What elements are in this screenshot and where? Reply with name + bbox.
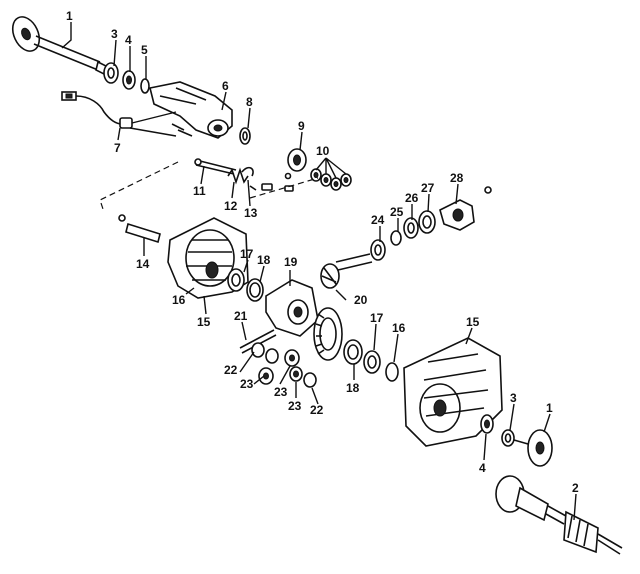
- callout-23-middle: 23: [274, 385, 288, 399]
- callout-12: 12: [224, 199, 238, 213]
- callout-5: 5: [141, 43, 148, 57]
- axle-housing-tube-6: [149, 81, 233, 139]
- callout-11: 11: [193, 184, 206, 198]
- callout-7: 7: [114, 141, 121, 155]
- cross-shaft-11: [194, 158, 237, 175]
- callout-23-left: 23: [240, 377, 254, 391]
- callout-19: 19: [284, 255, 298, 269]
- race-25: [390, 230, 402, 246]
- shim-18-upper: [246, 278, 264, 302]
- callout-labels: 1 3 4 5 6 8 7 9 10 11 12 13 28 27 26 25 …: [66, 9, 579, 495]
- group-line-right: [249, 177, 319, 199]
- callout-8: 8: [246, 95, 253, 109]
- bearing-17-upper: [227, 268, 245, 292]
- bearing-3-upper: [103, 62, 119, 84]
- callout-22-right: 22: [310, 403, 324, 417]
- group-line-upper: [99, 161, 179, 213]
- callout-21: 21: [234, 309, 248, 323]
- pinion-yoke-28: [439, 186, 492, 231]
- callout-14: 14: [136, 257, 150, 271]
- spacer-24: [370, 239, 386, 261]
- pinion-seal-27: [418, 210, 436, 234]
- ring-gear: [313, 307, 343, 361]
- spacer-set-10: [310, 168, 352, 191]
- callout-9: 9: [298, 119, 305, 133]
- callout-24: 24: [371, 213, 385, 227]
- callout-20: 20: [354, 293, 368, 307]
- callout-3-lower: 3: [510, 391, 517, 405]
- callout-18-upper: 18: [257, 253, 271, 267]
- seal-4-upper: [122, 70, 136, 90]
- callout-1-lower: 1: [546, 401, 553, 415]
- race-16-lower: [385, 362, 399, 382]
- callout-3-upper: 3: [111, 27, 118, 41]
- drive-pinion-20: [320, 253, 373, 289]
- leader-lines: [61, 22, 577, 521]
- callout-6: 6: [222, 79, 229, 93]
- callout-1-upper: 1: [66, 9, 73, 23]
- callout-17-lower: 17: [370, 311, 384, 325]
- abs-sensor-wire-7: [61, 91, 177, 137]
- side-gear-9: [287, 148, 307, 172]
- callout-15-upper: 15: [197, 315, 211, 329]
- axle-shaft-left: [11, 16, 111, 78]
- callout-10: 10: [316, 144, 330, 158]
- callout-15-lower: 15: [466, 315, 480, 329]
- flange-1-lower: [513, 429, 553, 467]
- bearing-26: [403, 217, 419, 239]
- callout-4-lower: 4: [479, 461, 486, 475]
- differential-case-19: [265, 279, 319, 337]
- callout-25: 25: [390, 205, 404, 219]
- callout-22-left: 22: [224, 363, 238, 377]
- callout-4-upper: 4: [125, 33, 132, 47]
- bearing-3-lower: [501, 429, 515, 447]
- seal-4-lower: [480, 414, 494, 434]
- shim-18-lower: [343, 339, 363, 365]
- callout-16-lower: 16: [392, 321, 406, 335]
- callout-23-lower: 23: [288, 399, 302, 413]
- pinion-shaft-14: [118, 214, 161, 244]
- callout-17-upper: 17: [240, 247, 254, 261]
- callout-2: 2: [572, 481, 579, 495]
- callout-16-upper: 16: [172, 293, 186, 307]
- callout-26: 26: [405, 191, 419, 205]
- bearing-17-lower: [363, 350, 381, 374]
- cv-shaft-2: [495, 475, 623, 555]
- differential-gears-22-23: [251, 342, 317, 388]
- spring-12: [227, 167, 249, 185]
- callout-18-lower: 18: [346, 381, 360, 395]
- ring-5: [140, 78, 150, 94]
- clips-13: [241, 166, 294, 192]
- seal-8: [239, 127, 251, 145]
- callout-27: 27: [421, 181, 435, 195]
- callout-13: 13: [244, 206, 258, 220]
- callout-28: 28: [450, 171, 464, 185]
